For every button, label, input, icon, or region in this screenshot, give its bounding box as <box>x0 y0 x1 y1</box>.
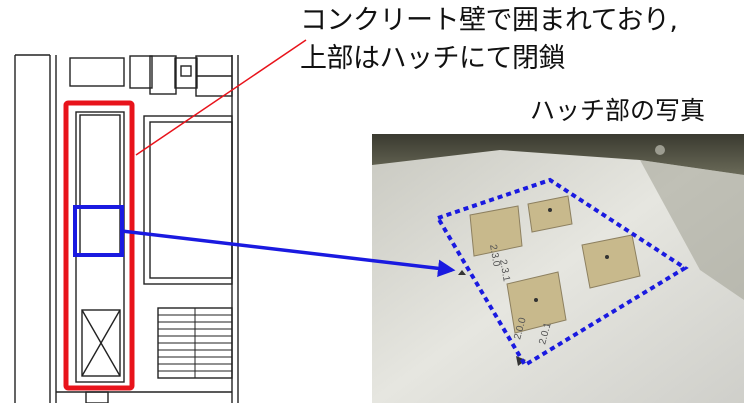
photo-side-wall <box>640 160 744 300</box>
plan-fixture-b <box>129 55 153 89</box>
hatch-area-outline <box>435 177 689 368</box>
photo-back-wall <box>372 134 744 175</box>
plan-fixture-e <box>180 65 192 77</box>
floor-mark-2: 2.3.1 <box>497 259 512 283</box>
photo-fixture <box>655 145 665 155</box>
hatch-bolt-1 <box>548 208 552 212</box>
callout-note: コンクリート壁で囲まれており, 上部はハッチにて閉鎖 <box>300 2 678 78</box>
plan-fixture-c <box>149 55 177 95</box>
floor-plan <box>14 54 239 403</box>
plan-fixture-a <box>69 57 125 87</box>
hatch-bolt-2 <box>605 255 609 259</box>
hatch-panel-1 <box>469 205 523 257</box>
callout-leader-line <box>135 39 307 156</box>
hatch-highlight-box <box>73 205 124 257</box>
hatch-bolt-3 <box>534 298 538 302</box>
callout-line-1: コンクリート壁で囲まれており, <box>300 5 678 36</box>
floor-mark-1: 2.3.0 <box>487 244 502 268</box>
location-arrow <box>121 229 456 278</box>
plan-fixture-d <box>174 57 198 89</box>
shaft-highlight-box <box>63 100 135 391</box>
plan-shaft-cross-2 <box>81 309 121 377</box>
plan-bottom-fixture <box>85 391 109 403</box>
plan-shaft-inner <box>79 114 121 256</box>
floor-tick-mark <box>458 270 466 275</box>
hatch-panel-4 <box>506 271 567 334</box>
plan-stair-treads <box>158 308 232 378</box>
plan-room-right-inner <box>149 121 233 279</box>
hatch-panel-3 <box>581 234 641 289</box>
plan-shaft-box <box>81 309 121 377</box>
photo-caption: ハッチ部の写真 <box>530 96 706 125</box>
hatch-panel-2 <box>527 195 573 233</box>
callout-line-2: 上部はハッチにて閉鎖 <box>300 43 566 74</box>
